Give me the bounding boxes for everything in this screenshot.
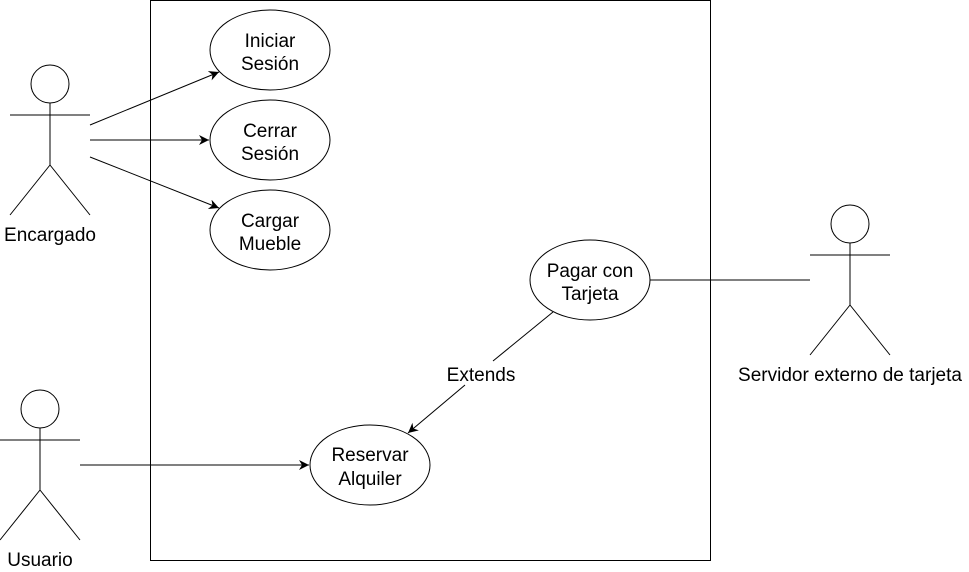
actor-usuario-left-leg bbox=[0, 489, 41, 541]
actor-servidor-right-leg bbox=[849, 304, 891, 356]
actor-servidor-label: Servidor externo de tarjeta bbox=[738, 365, 962, 386]
extends-line-lower bbox=[407, 384, 466, 434]
extends-label: Extends bbox=[447, 365, 516, 386]
actor-encargado-label: Encargado bbox=[4, 225, 96, 246]
use-case-cargar-mueble bbox=[209, 189, 331, 271]
use-case-cargar-mueble-line1: Cargar bbox=[241, 211, 300, 232]
use-case-cerrar-sesion bbox=[209, 99, 331, 181]
use-case-cerrar-sesion-line2: Sesión bbox=[241, 144, 299, 165]
use-case-pagar-con-tarjeta bbox=[529, 239, 651, 321]
association-encargado-iniciar-sesion bbox=[89, 71, 220, 126]
actor-servidor-head bbox=[830, 204, 870, 244]
actor-usuario-label: Usuario bbox=[7, 550, 72, 571]
use-case-iniciar-sesion-line1: Iniciar bbox=[245, 31, 296, 52]
use-case-pagar-con-tarjeta-line2: Tarjeta bbox=[561, 284, 618, 305]
association-encargado-cargar-mueble bbox=[89, 156, 220, 209]
use-case-iniciar-sesion-line2: Sesión bbox=[241, 54, 299, 75]
actor-servidor-left-leg bbox=[809, 304, 851, 356]
use-case-cerrar-sesion-line1: Cerrar bbox=[243, 121, 298, 142]
actor-usuario-right-leg bbox=[39, 489, 81, 541]
actor-encargado-head bbox=[30, 64, 70, 104]
use-case-reservar-alquiler-line1: Reservar bbox=[331, 445, 409, 466]
actor-usuario bbox=[0, 389, 81, 541]
actor-usuario-head bbox=[20, 389, 60, 429]
actor-encargado bbox=[9, 64, 91, 216]
use-case-reservar-alquiler bbox=[309, 424, 431, 506]
actor-encargado-right-leg bbox=[49, 164, 91, 216]
use-case-cargar-mueble-line2: Mueble bbox=[239, 234, 301, 255]
use-case-reservar-alquiler-line2: Alquiler bbox=[338, 469, 402, 490]
actor-encargado-left-leg bbox=[9, 164, 51, 216]
use-case-iniciar-sesion bbox=[209, 9, 331, 91]
extends-line-upper bbox=[492, 311, 554, 362]
use-case-pagar-con-tarjeta-line1: Pagar con bbox=[547, 261, 634, 282]
actor-servidor bbox=[809, 204, 891, 356]
